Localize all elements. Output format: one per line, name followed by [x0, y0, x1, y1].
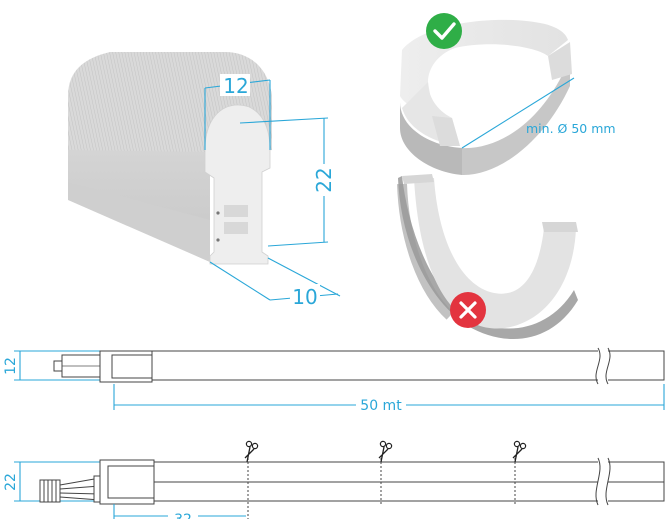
bend-ok-end-left	[432, 116, 460, 146]
bend-ok-end	[548, 42, 572, 80]
side-height-label: 12	[3, 357, 19, 375]
side-break-mark-2	[605, 347, 611, 385]
length-label: 50 mt	[360, 398, 402, 414]
top-break-mark-2	[605, 457, 611, 506]
bend-bad-shadow	[397, 183, 454, 320]
profile-h-slot-lower	[224, 222, 248, 234]
profile-h-slot	[224, 205, 248, 217]
scissors-icon	[378, 440, 393, 463]
connector-ribs	[43, 480, 57, 502]
depth-extension-right	[267, 257, 341, 297]
scissors-icon	[244, 440, 259, 463]
side-strip-body	[152, 350, 665, 381]
profile-3d-view: 12 22 10	[68, 52, 341, 309]
width-label: 12	[223, 74, 248, 98]
depth-label: 10	[292, 285, 317, 309]
bend-ok-side	[400, 102, 462, 175]
height-extension-bottom	[267, 241, 329, 247]
height-extension-top	[239, 117, 329, 124]
bend-bad-end-top	[402, 174, 434, 184]
profile-lower-band	[68, 182, 210, 262]
bend-bad-face	[414, 178, 576, 329]
wrong-bend-view	[397, 174, 578, 340]
top-connector	[39, 479, 61, 503]
height-label: 22	[312, 167, 336, 192]
min-diameter-line	[461, 77, 575, 149]
connector-wires	[59, 477, 101, 501]
profile-front-face	[204, 104, 271, 265]
top-strip-body	[154, 461, 665, 502]
bend-bad-outer-side	[398, 176, 578, 340]
side-break-mark-1	[595, 347, 601, 385]
top-break-mark-1	[595, 457, 601, 506]
scissors-icon	[512, 440, 527, 463]
cross-icon	[459, 301, 477, 319]
correct-bend-view: min. Ø 50 mm	[400, 13, 616, 176]
check-icon	[433, 22, 456, 40]
side-view-strip: 12 50 mt	[3, 347, 665, 414]
top-end-cap-inner	[107, 465, 155, 499]
bend-bad-end-right	[542, 222, 578, 232]
top-view-strip: 22	[3, 440, 665, 519]
profile-pin-bottom	[216, 238, 220, 242]
offset-label: 32	[174, 512, 192, 519]
top-height-label: 22	[3, 473, 19, 491]
depth-extension-left	[209, 261, 271, 301]
profile-pin-top	[216, 211, 220, 215]
check-badge	[426, 13, 462, 49]
side-end-cap-inner	[111, 354, 153, 379]
min-diameter-label: min. Ø 50 mm	[526, 121, 616, 136]
bend-ok-side-outer	[462, 58, 570, 176]
